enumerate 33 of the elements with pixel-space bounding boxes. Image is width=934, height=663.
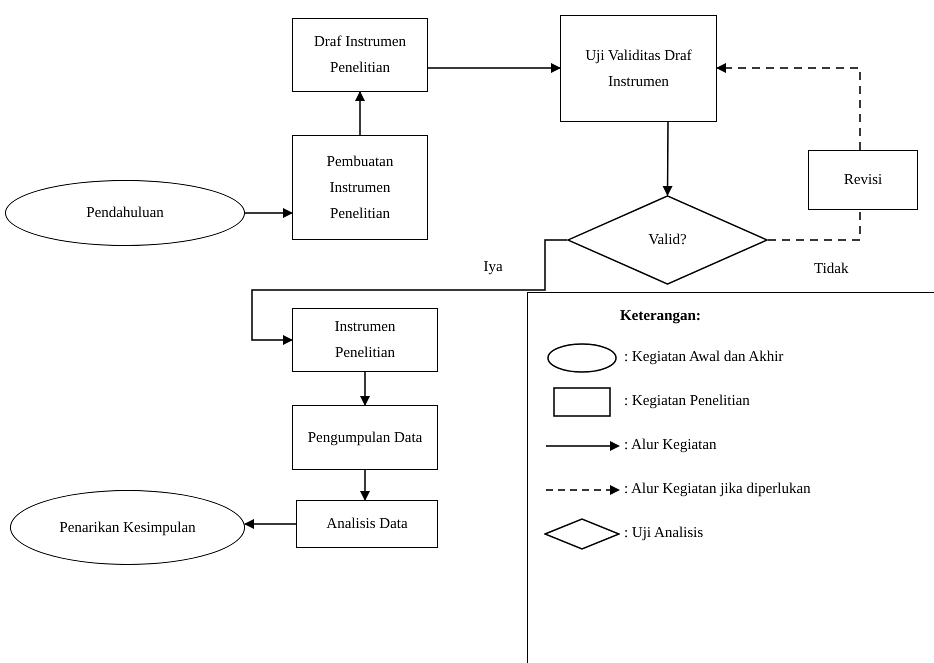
arrow xyxy=(360,372,370,406)
legend-text: : Alur Kegiatan jika diperlukan xyxy=(624,480,811,500)
process-box xyxy=(292,308,438,372)
process-box xyxy=(296,500,438,548)
node-text: Pengumpulan Data xyxy=(306,428,424,448)
legend-title: Keterangan: xyxy=(620,307,702,326)
decision-diamond xyxy=(567,195,768,285)
legend-text: : Uji Analisis xyxy=(624,524,704,544)
process-box xyxy=(808,150,918,210)
process-box xyxy=(292,135,428,240)
node-text: Penarikan Kesimpulan xyxy=(58,518,197,538)
legend-text: : Kegiatan Awal dan Akhir xyxy=(624,348,784,368)
node-text: Draf Instrumen Penelitian xyxy=(312,33,408,78)
node-text: Valid? xyxy=(647,231,688,250)
process-box xyxy=(292,405,438,470)
process-box xyxy=(292,18,428,92)
arrow xyxy=(244,519,296,529)
node-text: Instrumen Penelitian xyxy=(334,318,396,363)
legend-text: : Alur Kegiatan xyxy=(624,436,716,456)
arrow xyxy=(428,63,561,73)
arrow xyxy=(355,91,365,135)
dashed-arrow xyxy=(716,63,861,150)
arrow xyxy=(251,239,567,345)
node-text: Pendahuluan xyxy=(85,204,165,223)
node-text: Uji Validitas Draf Instrumen xyxy=(584,46,693,92)
arrow xyxy=(662,122,673,196)
node-text: Analisis Data xyxy=(325,515,409,534)
legend-text: : Kegiatan Penelitian xyxy=(624,392,750,412)
node-text: Revisi xyxy=(842,171,884,190)
arrow xyxy=(245,208,293,218)
arrow xyxy=(360,470,370,501)
node-text: Pembuatan Instrumen Penelitian xyxy=(326,152,394,224)
process-box xyxy=(560,15,717,122)
